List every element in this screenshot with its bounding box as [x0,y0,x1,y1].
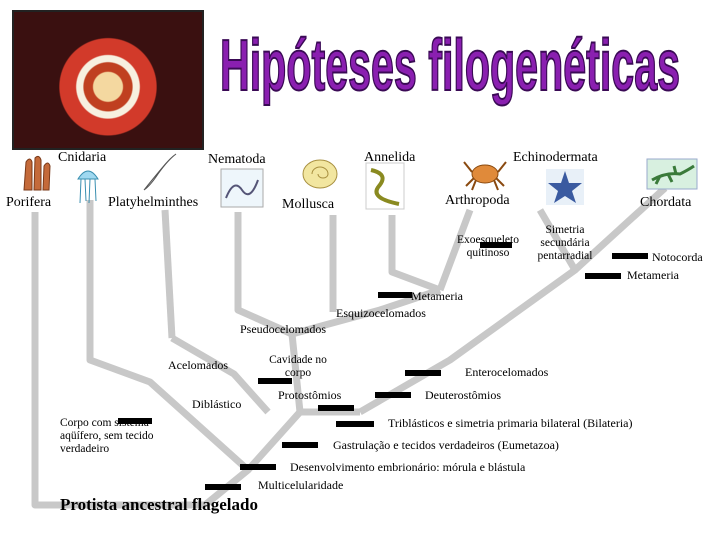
label-triblasticos: Triblásticos e simetria primaria bilater… [388,416,633,430]
nematode-icon [220,168,264,208]
marker-metameria [378,292,412,298]
label-simetria: Simetria secundária pentarradial [537,224,593,262]
sea-anemone-photo [12,10,204,150]
marker-notocorda [612,253,648,259]
label-deuterostomios: Deuterostômios [425,388,501,402]
marker-enterocelomados [405,370,441,376]
branch-cnidaria [86,200,251,473]
starfish-icon [546,169,584,205]
label-porifera: Porifera [6,195,52,210]
label-desenvolvimento: Desenvolvimento embrionário: mórula e bl… [290,460,526,474]
marker-cavidade [258,378,292,384]
marker-metameria-chordata [585,273,621,279]
marker-protostomios [318,405,354,411]
label-annelida: Annelida [364,150,416,165]
label-root: Protista ancestral flagelado [60,495,258,514]
crab-icon [463,161,507,191]
label-multicelularidade: Multicelularidade [258,478,344,492]
label-arthropoda: Arthropoda [445,193,510,208]
label-corpo: Corpo com sistema aqüífero, sem tecido v… [60,417,154,455]
label-platyhelminthes: Platyhelminthes [108,195,199,210]
branch-chordata [572,185,668,273]
jellyfish-icon [77,170,99,204]
label-notocorda: Notocorda [652,250,703,264]
marker-desenvolvimento [240,464,276,470]
label-acelomados: Acelomados [168,358,228,372]
label-chordata: Chordata [640,195,692,210]
marker-gastrulacao [282,442,318,448]
title-graphic: Hipóteses filogenéticas [219,25,681,107]
label-nematoda: Nematoda [208,152,266,167]
sponge-icon [23,155,51,191]
label-pseudocelomados: Pseudocelomados [240,322,326,336]
label-diblastico: Diblástico [192,397,242,411]
marker-triblasticos [336,421,374,427]
branch-platyhelminthes-top [161,209,176,339]
label-metameria-chordata: Metameria [627,268,679,282]
page-title: Hipóteses filogenéticas [220,26,680,106]
marker-corpo [118,418,152,424]
label-metameria: Metameria [411,289,463,303]
label-esquizocelomados: Esquizocelomados [336,306,426,320]
marker-deuterostomios [375,392,411,398]
snail-shell-icon [302,159,338,189]
branch-porifera [31,212,205,509]
branch-nematoda [234,212,294,338]
label-exoesqueleto: Exoesqueleto quitinoso [457,234,519,259]
marker-exoesqueleto [480,242,512,248]
label-gastrulacao: Gastrulação e tecidos verdadeiros (Eumet… [333,438,559,452]
label-echinodermata: Echinodermata [513,150,598,165]
label-cavidade: Cavidade no corpo [269,354,327,379]
label-protostomios: Protostômios [278,388,342,402]
branch-protostome-base [288,286,442,413]
branch-arthropoda [436,208,474,292]
branch-platyhelminthes [170,334,271,415]
label-mollusca: Mollusca [282,197,335,212]
flatworm-icon [143,153,177,191]
branch-annelida [388,215,442,294]
branch-deuterostome [358,208,579,416]
marker-multicelularidade [205,484,241,490]
label-cnidaria: Cnidaria [58,150,107,165]
earthworm-icon [365,162,405,210]
label-enterocelomados: Enterocelomados [465,365,549,379]
lizard-icon [646,158,698,190]
